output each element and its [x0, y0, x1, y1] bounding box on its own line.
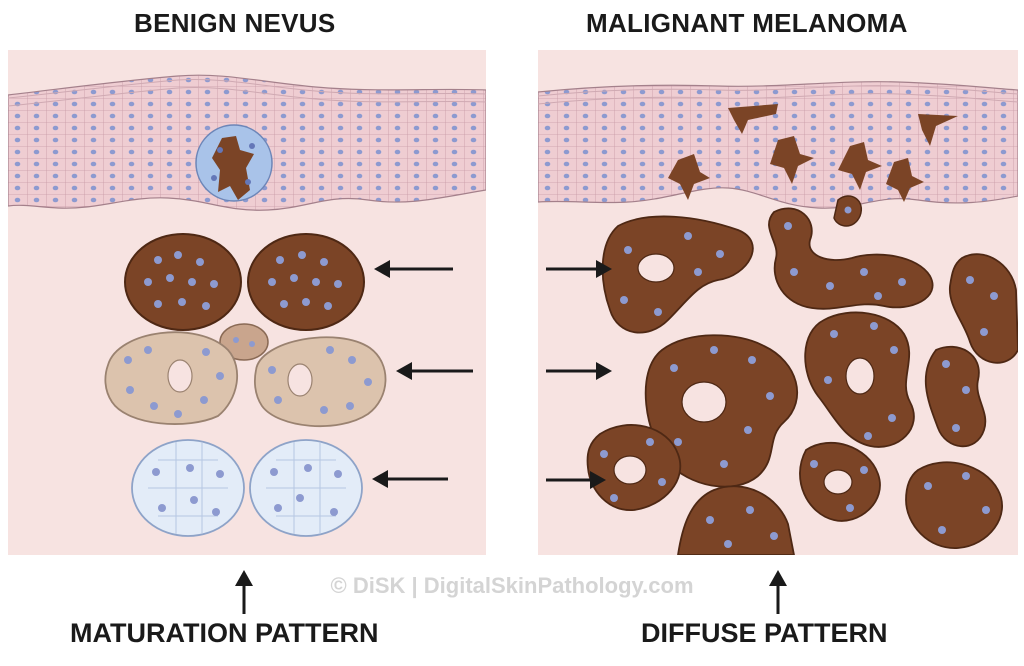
diffuse-pattern-label: DIFFUSE PATTERN — [641, 618, 888, 648]
melanoma-cluster — [677, 485, 795, 555]
melanoma-cluster — [586, 424, 682, 511]
arrow-right-icon — [546, 471, 606, 489]
arrow-right-icon — [546, 260, 612, 278]
melanoma-cluster — [799, 441, 881, 522]
pigmented-nest — [247, 233, 365, 331]
tan-nest — [104, 331, 239, 425]
arrow-up-icon — [769, 570, 787, 614]
watermark: © DiSK | DigitalSkinPathology.com — [330, 573, 694, 598]
pagetoid-melanocytes — [668, 104, 958, 202]
arrow-right-icon — [546, 362, 612, 380]
arrow-left-icon — [374, 260, 453, 278]
melanoma-cluster — [768, 207, 934, 310]
melanoma-cluster — [601, 215, 754, 334]
arrow-up-icon — [235, 570, 253, 614]
arrow-left-icon — [396, 362, 473, 380]
melanoma-cluster — [924, 345, 987, 448]
benign-nevus-panel — [8, 50, 486, 555]
melanoma-cluster — [804, 311, 915, 448]
maturation-pattern-label: MATURATION PATTERN — [70, 618, 379, 648]
tan-nest — [254, 336, 387, 428]
malignant-melanoma-title: MALIGNANT MELANOMA — [586, 8, 908, 38]
melanoma-cluster — [949, 253, 1018, 364]
junctional-nest — [195, 124, 273, 202]
pigmented-nest — [124, 233, 242, 331]
pale-nest — [249, 439, 363, 537]
arrow-left-icon — [372, 470, 448, 488]
small-nest — [219, 323, 269, 361]
benign-nevus-title: BENIGN NEVUS — [134, 8, 336, 38]
malignant-melanoma-panel — [538, 50, 1018, 555]
melanoma-cluster — [905, 461, 1003, 549]
melanoma-cluster — [833, 195, 863, 227]
pale-nest — [131, 439, 245, 537]
